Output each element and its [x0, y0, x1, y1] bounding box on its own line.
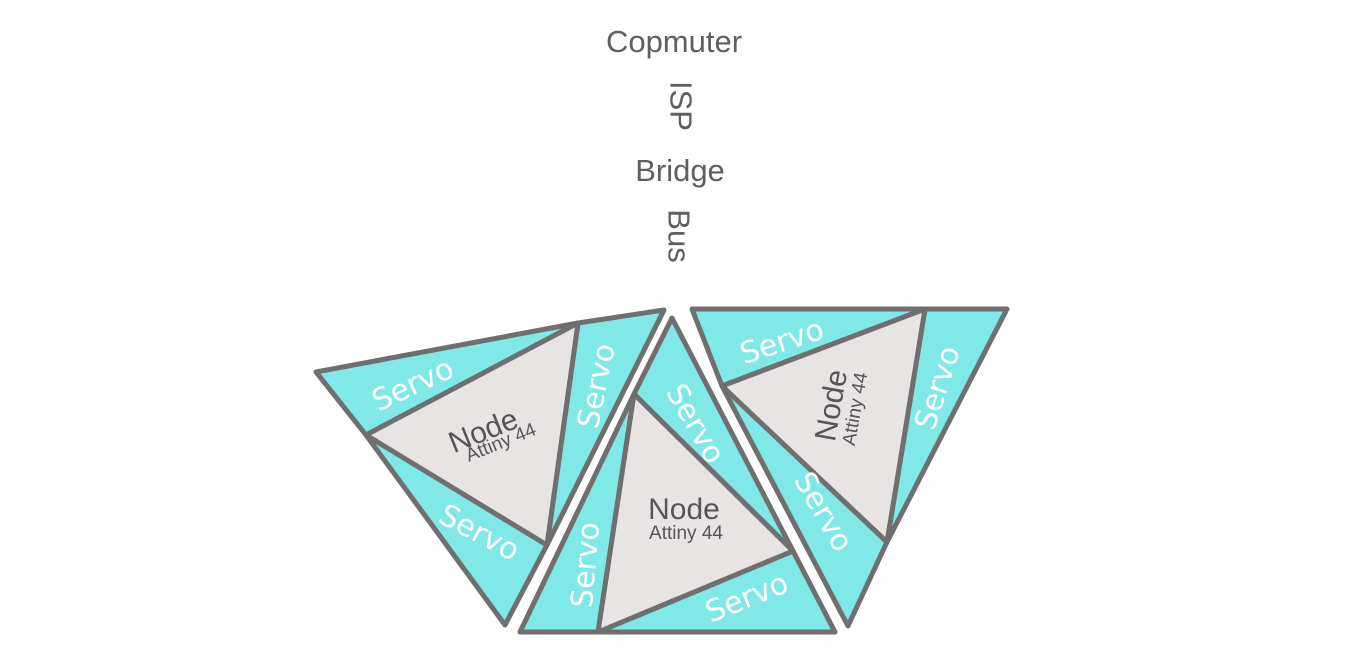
computer-label: Copmuter — [606, 24, 742, 59]
bridge-label: Bridge — [635, 153, 725, 188]
bus-label: Bus — [662, 209, 697, 262]
chip-label-middle: Attiny 44 — [649, 523, 723, 544]
node-right — [719, 306, 928, 545]
node-left — [363, 320, 581, 548]
right-module — [689, 306, 1010, 629]
left-module — [313, 307, 667, 628]
node-label-middle: Node — [648, 493, 720, 526]
isp-label: ISP — [664, 81, 699, 131]
servo-label-middle-left: Servo — [565, 521, 607, 610]
middle-module — [517, 315, 838, 635]
node-middle — [595, 391, 796, 635]
